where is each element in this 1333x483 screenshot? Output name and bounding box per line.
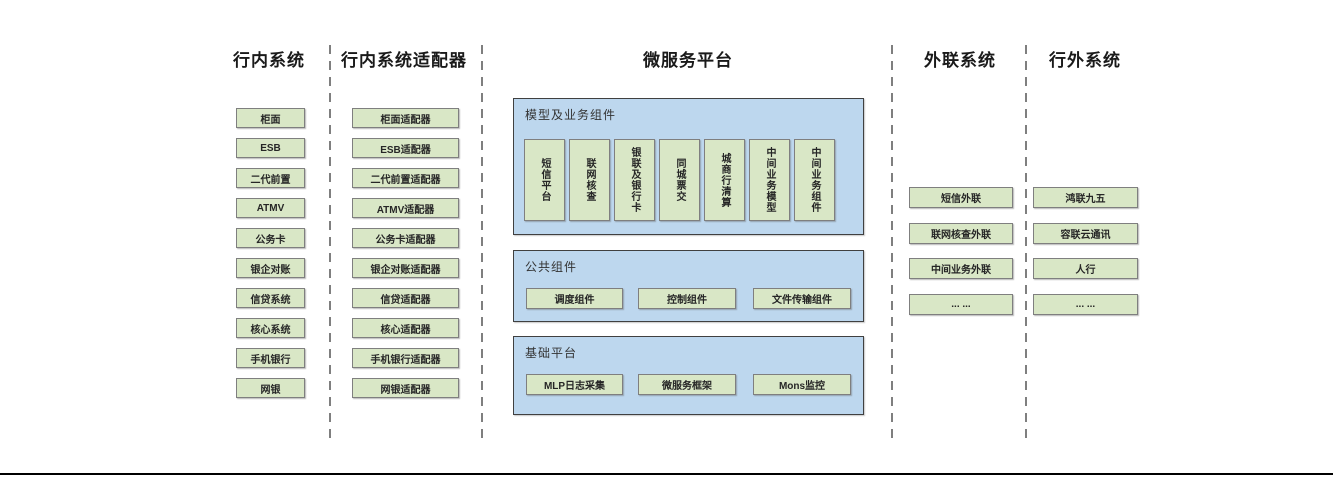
column-title-external-systems: 行外系统 [1049, 51, 1121, 70]
adapter-item: ESB适配器 [352, 138, 459, 158]
bottom-rule [0, 473, 1333, 475]
common-component-item: 控制组件 [638, 288, 736, 309]
internal-system-item: 二代前置 [236, 168, 305, 188]
internal-system-item: ATMV [236, 198, 305, 218]
group-title: 基础平台 [525, 346, 578, 360]
model-component-item: 中间业务模型 [749, 139, 790, 221]
model-component-item: 中间业务组件 [794, 139, 835, 221]
model-component-item: 联网核查 [569, 139, 610, 221]
column-separator-4 [1025, 45, 1027, 443]
outbound-item: 短信外联 [909, 187, 1013, 208]
common-components-container: 公共组件 调度组件 控制组件 文件传输组件 [513, 250, 864, 322]
base-platform-container: 基础平台 MLP日志采集 微服务框架 Mons监控 [513, 336, 864, 415]
group-title: 公共组件 [525, 260, 578, 274]
internal-system-item: 网银 [236, 378, 305, 398]
external-item: 鸿联九五 [1033, 187, 1138, 208]
model-component-item: 短信平台 [524, 139, 565, 221]
model-component-item: 城商行清算 [704, 139, 745, 221]
common-component-item: 文件传输组件 [753, 288, 851, 309]
internal-system-item: 公务卡 [236, 228, 305, 248]
base-platform-item: 微服务框架 [638, 374, 736, 395]
adapter-item: 公务卡适配器 [352, 228, 459, 248]
external-item: ... ... [1033, 294, 1138, 315]
internal-system-item: 银企对账 [236, 258, 305, 278]
adapter-item: 手机银行适配器 [352, 348, 459, 368]
base-platform-item: Mons监控 [753, 374, 851, 395]
column-separator-3 [891, 45, 893, 443]
outbound-item: 联网核查外联 [909, 223, 1013, 244]
adapter-item: ATMV适配器 [352, 198, 459, 218]
model-component-item: 银联及银行卡 [614, 139, 655, 221]
column-title-outbound-systems: 外联系统 [924, 51, 996, 70]
column-separator-1 [329, 45, 331, 443]
internal-system-item: 信贷系统 [236, 288, 305, 308]
adapter-item: 柜面适配器 [352, 108, 459, 128]
column-title-microservice-platform: 微服务平台 [643, 51, 733, 70]
column-separator-2 [481, 45, 483, 443]
column-title-internal-systems: 行内系统 [233, 51, 305, 70]
adapter-item: 核心适配器 [352, 318, 459, 338]
outbound-item: ... ... [909, 294, 1013, 315]
base-platform-item: MLP日志采集 [526, 374, 623, 395]
model-component-item: 同城票交 [659, 139, 700, 221]
external-item: 人行 [1033, 258, 1138, 279]
group-title: 模型及业务组件 [525, 108, 617, 122]
internal-system-item: 手机银行 [236, 348, 305, 368]
adapter-item: 银企对账适配器 [352, 258, 459, 278]
external-item: 容联云通讯 [1033, 223, 1138, 244]
model-business-components-container: 模型及业务组件 短信平台 联网核查 银联及银行卡 同城票交 城商行清算 中间业务… [513, 98, 864, 235]
adapter-item: 网银适配器 [352, 378, 459, 398]
common-component-item: 调度组件 [526, 288, 623, 309]
internal-system-item: 柜面 [236, 108, 305, 128]
internal-system-item: ESB [236, 138, 305, 158]
internal-system-item: 核心系统 [236, 318, 305, 338]
adapter-item: 信贷适配器 [352, 288, 459, 308]
adapter-item: 二代前置适配器 [352, 168, 459, 188]
column-title-internal-adapters: 行内系统适配器 [341, 51, 467, 70]
outbound-item: 中间业务外联 [909, 258, 1013, 279]
